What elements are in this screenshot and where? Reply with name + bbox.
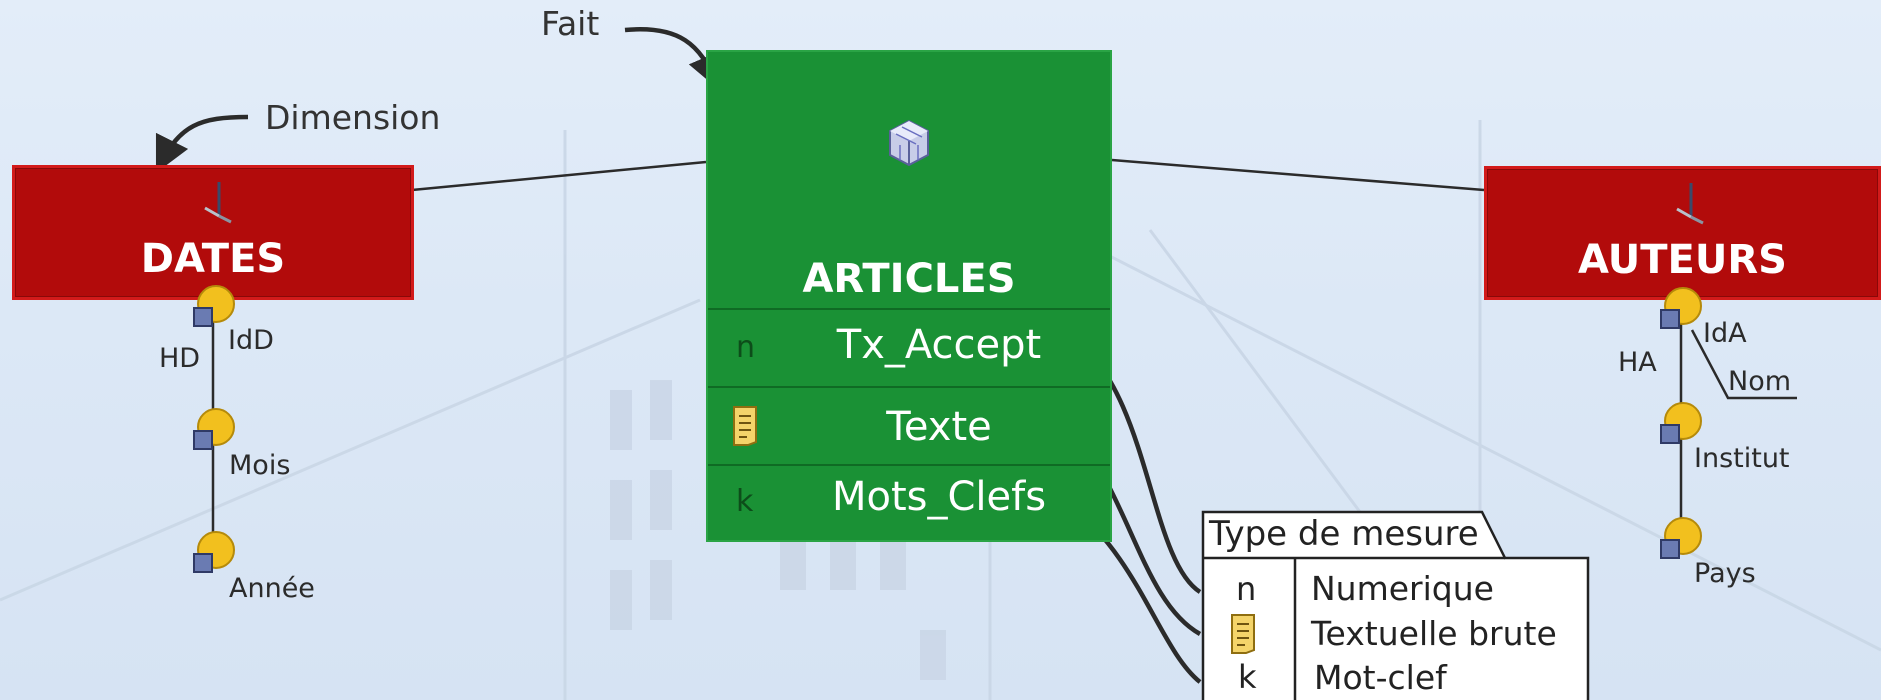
dimension-title: DATES [140, 236, 286, 282]
legend-type-symbol: n [1236, 570, 1257, 608]
dimension-callout: Dimension [265, 98, 441, 137]
level-node-icon [193, 531, 235, 573]
fact-header: ARTICLES [708, 52, 1110, 308]
legend-type-symbol: k [1238, 658, 1257, 696]
dimension-auteurs[interactable]: AUTEURS [1484, 166, 1881, 300]
hierarchy-label: HD [159, 343, 201, 374]
level-node-icon [193, 408, 235, 450]
measure-label: Mots_Clefs [831, 474, 1047, 520]
axes-icon [1676, 183, 1704, 225]
dimension-dates[interactable]: DATES [12, 165, 414, 300]
level-label: Mois [229, 450, 291, 481]
weak-attribute-label: Nom [1728, 366, 1792, 397]
measure-label: Tx_Accept [836, 322, 1042, 368]
level-node-icon [193, 285, 235, 327]
legend-title: Type de mesure [1209, 514, 1479, 554]
cube-icon [889, 119, 929, 167]
level-label: IdA [1703, 318, 1747, 349]
fait-callout: Fait [541, 4, 600, 43]
link-auteurs [1111, 158, 1485, 192]
level-node-icon [1660, 287, 1702, 329]
measure-label: Texte [886, 404, 992, 450]
dimension-title: AUTEURS [1578, 237, 1787, 283]
measure-row[interactable]: k Mots_Clefs [708, 464, 1110, 544]
legend-type-label: Numerique [1311, 569, 1494, 608]
text-doc-icon [733, 406, 757, 446]
link-dates [411, 160, 707, 192]
measure-type-symbol: k [736, 484, 754, 519]
level-node-icon [1660, 517, 1702, 559]
legend-type-label: Mot-clef [1314, 658, 1447, 697]
level-label: Année [229, 573, 315, 604]
level-node-icon [1660, 402, 1702, 444]
text-doc-icon [1231, 614, 1255, 654]
level-label: IdD [228, 325, 274, 356]
measure-type-symbol: n [736, 330, 756, 365]
hierarchy-label: HA [1618, 347, 1657, 378]
measure-row[interactable]: Texte [708, 386, 1110, 466]
measure-row[interactable]: n Tx_Accept [708, 308, 1110, 388]
fact-articles[interactable]: ARTICLES n Tx_Accept Texte k Mots_Clefs [706, 50, 1112, 542]
weak-attribute-line [1690, 329, 1797, 400]
level-label: Pays [1694, 558, 1756, 589]
fact-title: ARTICLES [802, 256, 1016, 302]
level-label: Institut [1694, 443, 1790, 474]
legend-type-label: Textuelle brute [1311, 614, 1557, 653]
axes-icon [204, 182, 232, 224]
dimension-arrow [155, 114, 249, 174]
